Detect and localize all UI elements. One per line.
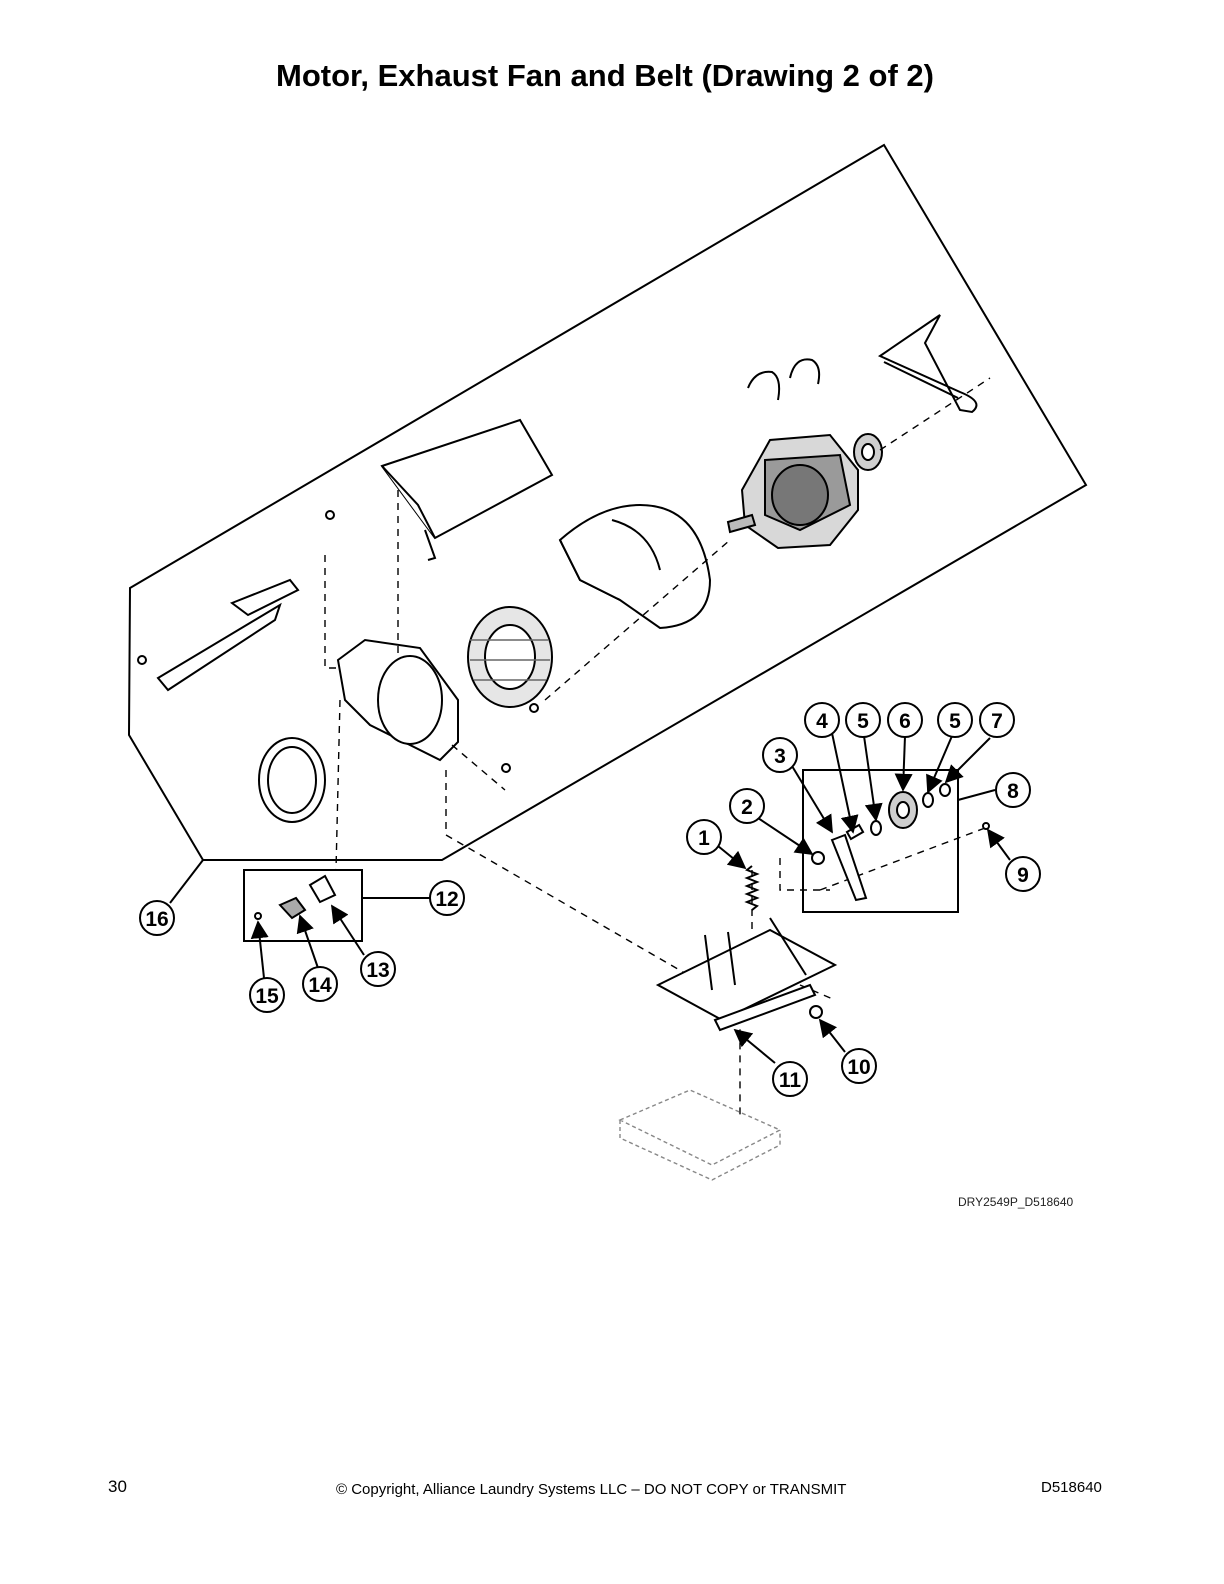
- svg-text:9: 9: [1017, 864, 1029, 887]
- svg-text:8: 8: [1007, 780, 1019, 803]
- callout-8: 8: [995, 772, 1031, 808]
- drawing-id: DRY2549P_D518640: [958, 1195, 1074, 1209]
- nut-part: [809, 1005, 823, 1019]
- assembly-outline: [127, 143, 1088, 861]
- svg-text:10: 10: [847, 1056, 870, 1079]
- motor-part: [726, 433, 883, 550]
- svg-text:13: 13: [366, 959, 389, 982]
- svg-text:16: 16: [145, 908, 168, 931]
- callout-12: 12: [429, 880, 465, 916]
- svg-text:14: 14: [308, 974, 332, 997]
- idler-spring: [744, 865, 760, 911]
- leader-lines: [169, 732, 1011, 1064]
- callout-9: 9: [1005, 856, 1041, 892]
- fan-wheel: [467, 606, 553, 708]
- callout-13: 13: [360, 951, 396, 987]
- page-title: Motor, Exhaust Fan and Belt (Drawing 2 o…: [276, 58, 934, 93]
- svg-text:7: 7: [991, 710, 1003, 733]
- svg-text:12: 12: [435, 888, 458, 911]
- motor-clips: [747, 358, 821, 401]
- callout-3: 3: [762, 737, 798, 773]
- exhaust-duct-cover: [380, 418, 554, 561]
- duct-bracket: [156, 578, 300, 692]
- blower-housing: [558, 503, 712, 630]
- callout-2: 2: [729, 788, 765, 824]
- belt-part: [877, 314, 978, 414]
- svg-text:4: 4: [816, 710, 828, 733]
- svg-text:5: 5: [857, 710, 869, 733]
- callout-6: 6: [887, 702, 923, 738]
- callout-4: 4: [804, 702, 840, 738]
- svg-text:6: 6: [899, 710, 911, 733]
- callout-5a: 5: [845, 702, 881, 738]
- document-number: D518640: [1041, 1479, 1102, 1496]
- svg-text:1: 1: [698, 827, 710, 850]
- copyright-notice: © Copyright, Alliance Laundry Systems LL…: [336, 1481, 847, 1498]
- switch-parts: [254, 874, 337, 920]
- screws: [137, 510, 990, 830]
- svg-text:15: 15: [255, 985, 279, 1008]
- switch-assembly-box: [243, 869, 363, 942]
- motor-mount-base: [655, 917, 838, 1032]
- svg-text:2: 2: [741, 796, 753, 819]
- fan-housing-plate: [336, 638, 459, 762]
- callout-16: 16: [139, 900, 175, 936]
- reference-base-outline: [618, 1089, 782, 1181]
- callout-14: 14: [302, 966, 338, 1002]
- callout-5b: 5: [937, 702, 973, 738]
- svg-text:3: 3: [774, 745, 786, 768]
- callout-11: 11: [772, 1061, 808, 1097]
- callout-7: 7: [979, 702, 1015, 738]
- page-number: 30: [108, 1477, 127, 1496]
- svg-text:11: 11: [779, 1069, 802, 1092]
- gasket-ring: [258, 737, 326, 823]
- svg-text:5: 5: [949, 710, 961, 733]
- idler-parts: [811, 783, 951, 902]
- callout-10: 10: [841, 1048, 877, 1084]
- callout-1: 1: [686, 819, 722, 855]
- callout-15: 15: [249, 977, 285, 1013]
